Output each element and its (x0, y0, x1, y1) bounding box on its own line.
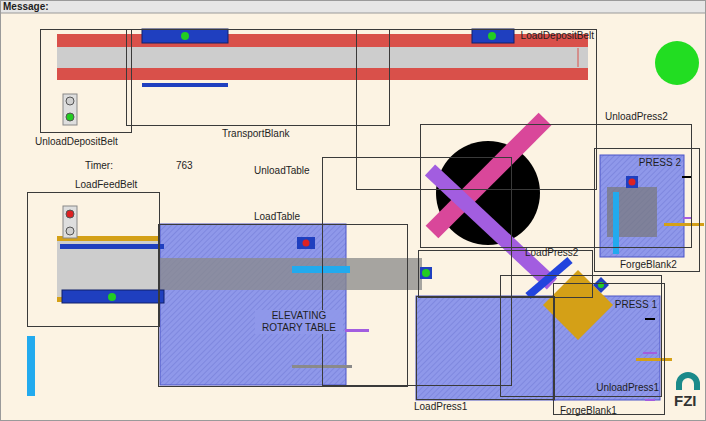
station-frame: UnloadTable (322, 157, 512, 386)
station-label: ForgeBlank2 (620, 259, 677, 271)
station-frame: UnloadDepositBelt (40, 29, 132, 133)
message-label: Message: (3, 1, 49, 13)
station-frame: ForgeBlank2 PRESS 2 (594, 148, 700, 272)
station-label: PRESS 1 (615, 299, 657, 311)
station-frame: UnloadPress2 (420, 124, 692, 248)
station-label: LoadTable (254, 211, 300, 223)
logo-text: FZI (674, 392, 697, 410)
station-label: UnloadDepositBelt (35, 136, 118, 148)
press-table: PRESS 1 (553, 296, 660, 400)
station-label: LoadFeedBelt (75, 179, 137, 191)
station-label: ELEVATING ROTARY TABLE (255, 310, 343, 334)
station-label: UnloadPress1 (596, 382, 659, 394)
station-frame: UnloadPress1 (500, 275, 662, 397)
station-frame: LoadDepositBelt (356, 29, 597, 190)
station-frame: ForgeBlank1 PRESS 1 (553, 283, 665, 415)
station-label: UnloadPress2 (605, 111, 668, 123)
station-frame: LoadTableELEVATING ROTARY TABLE (158, 224, 408, 387)
station-label: UnloadTable (254, 165, 310, 177)
rotary-table: ELEVATING ROTARY TABLE (160, 224, 346, 385)
press-table: PRESS 2 (600, 155, 684, 257)
station-label: ForgeBlank1 (560, 405, 617, 417)
station-label: PRESS 2 (639, 157, 681, 169)
station-label: LoadPress2 (525, 247, 578, 259)
station-frame: LoadPress2 (418, 250, 593, 298)
station-frame: TransportBlank (126, 29, 390, 126)
station-label: LoadPress1 (414, 401, 467, 413)
station-frame: LoadPress1 (416, 296, 555, 400)
timer-label: Timer: (85, 160, 113, 172)
station-frame: LoadFeedBelt (27, 192, 160, 327)
station-label: LoadDepositBelt (521, 30, 594, 42)
station-label: TransportBlank (222, 128, 289, 140)
timer-value: 763 (176, 160, 193, 172)
